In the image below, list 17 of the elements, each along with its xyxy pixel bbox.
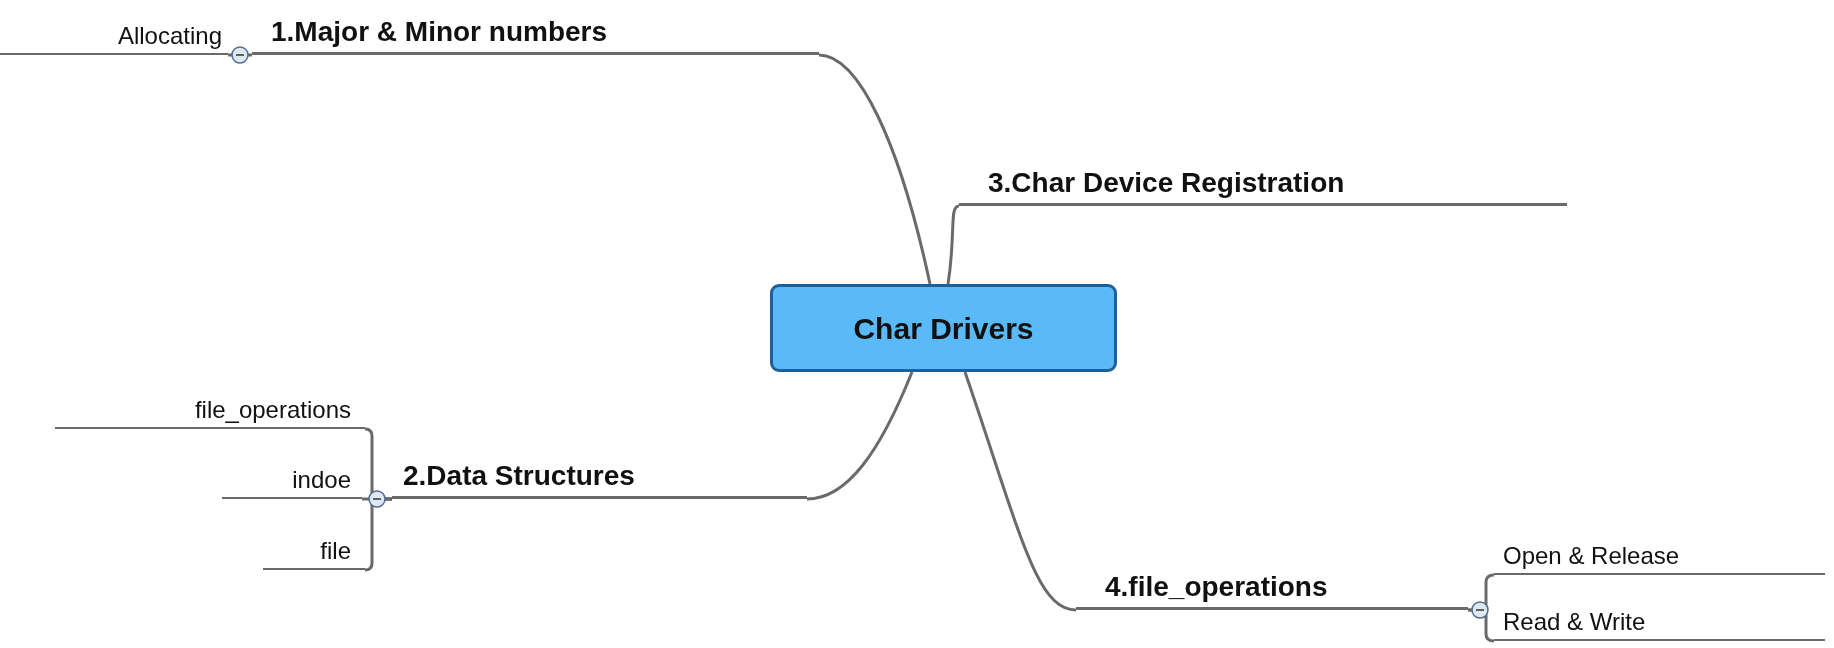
central-topic-box xyxy=(770,284,1117,372)
branch-line xyxy=(946,204,960,285)
node-label: 3.Char Device Registration xyxy=(988,168,1345,199)
node-label: Read & Write xyxy=(1503,608,1646,635)
node-label: Allocating xyxy=(117,22,222,49)
branch-line xyxy=(963,371,1077,612)
node-label: file_operations xyxy=(194,396,351,423)
node-label: file xyxy=(320,537,351,564)
node-label: 1.Major & Minor numbers xyxy=(271,17,608,48)
node-label: indoe xyxy=(292,466,351,493)
node-label: 2.Data Structures xyxy=(403,461,635,492)
branch-line xyxy=(818,53,932,285)
branch-line xyxy=(364,497,392,572)
node-label: Char Drivers xyxy=(853,311,1034,345)
node-label: 4.file_operations xyxy=(1105,572,1328,603)
branch-line xyxy=(806,371,914,501)
node-label: Open & Release xyxy=(1503,542,1680,569)
